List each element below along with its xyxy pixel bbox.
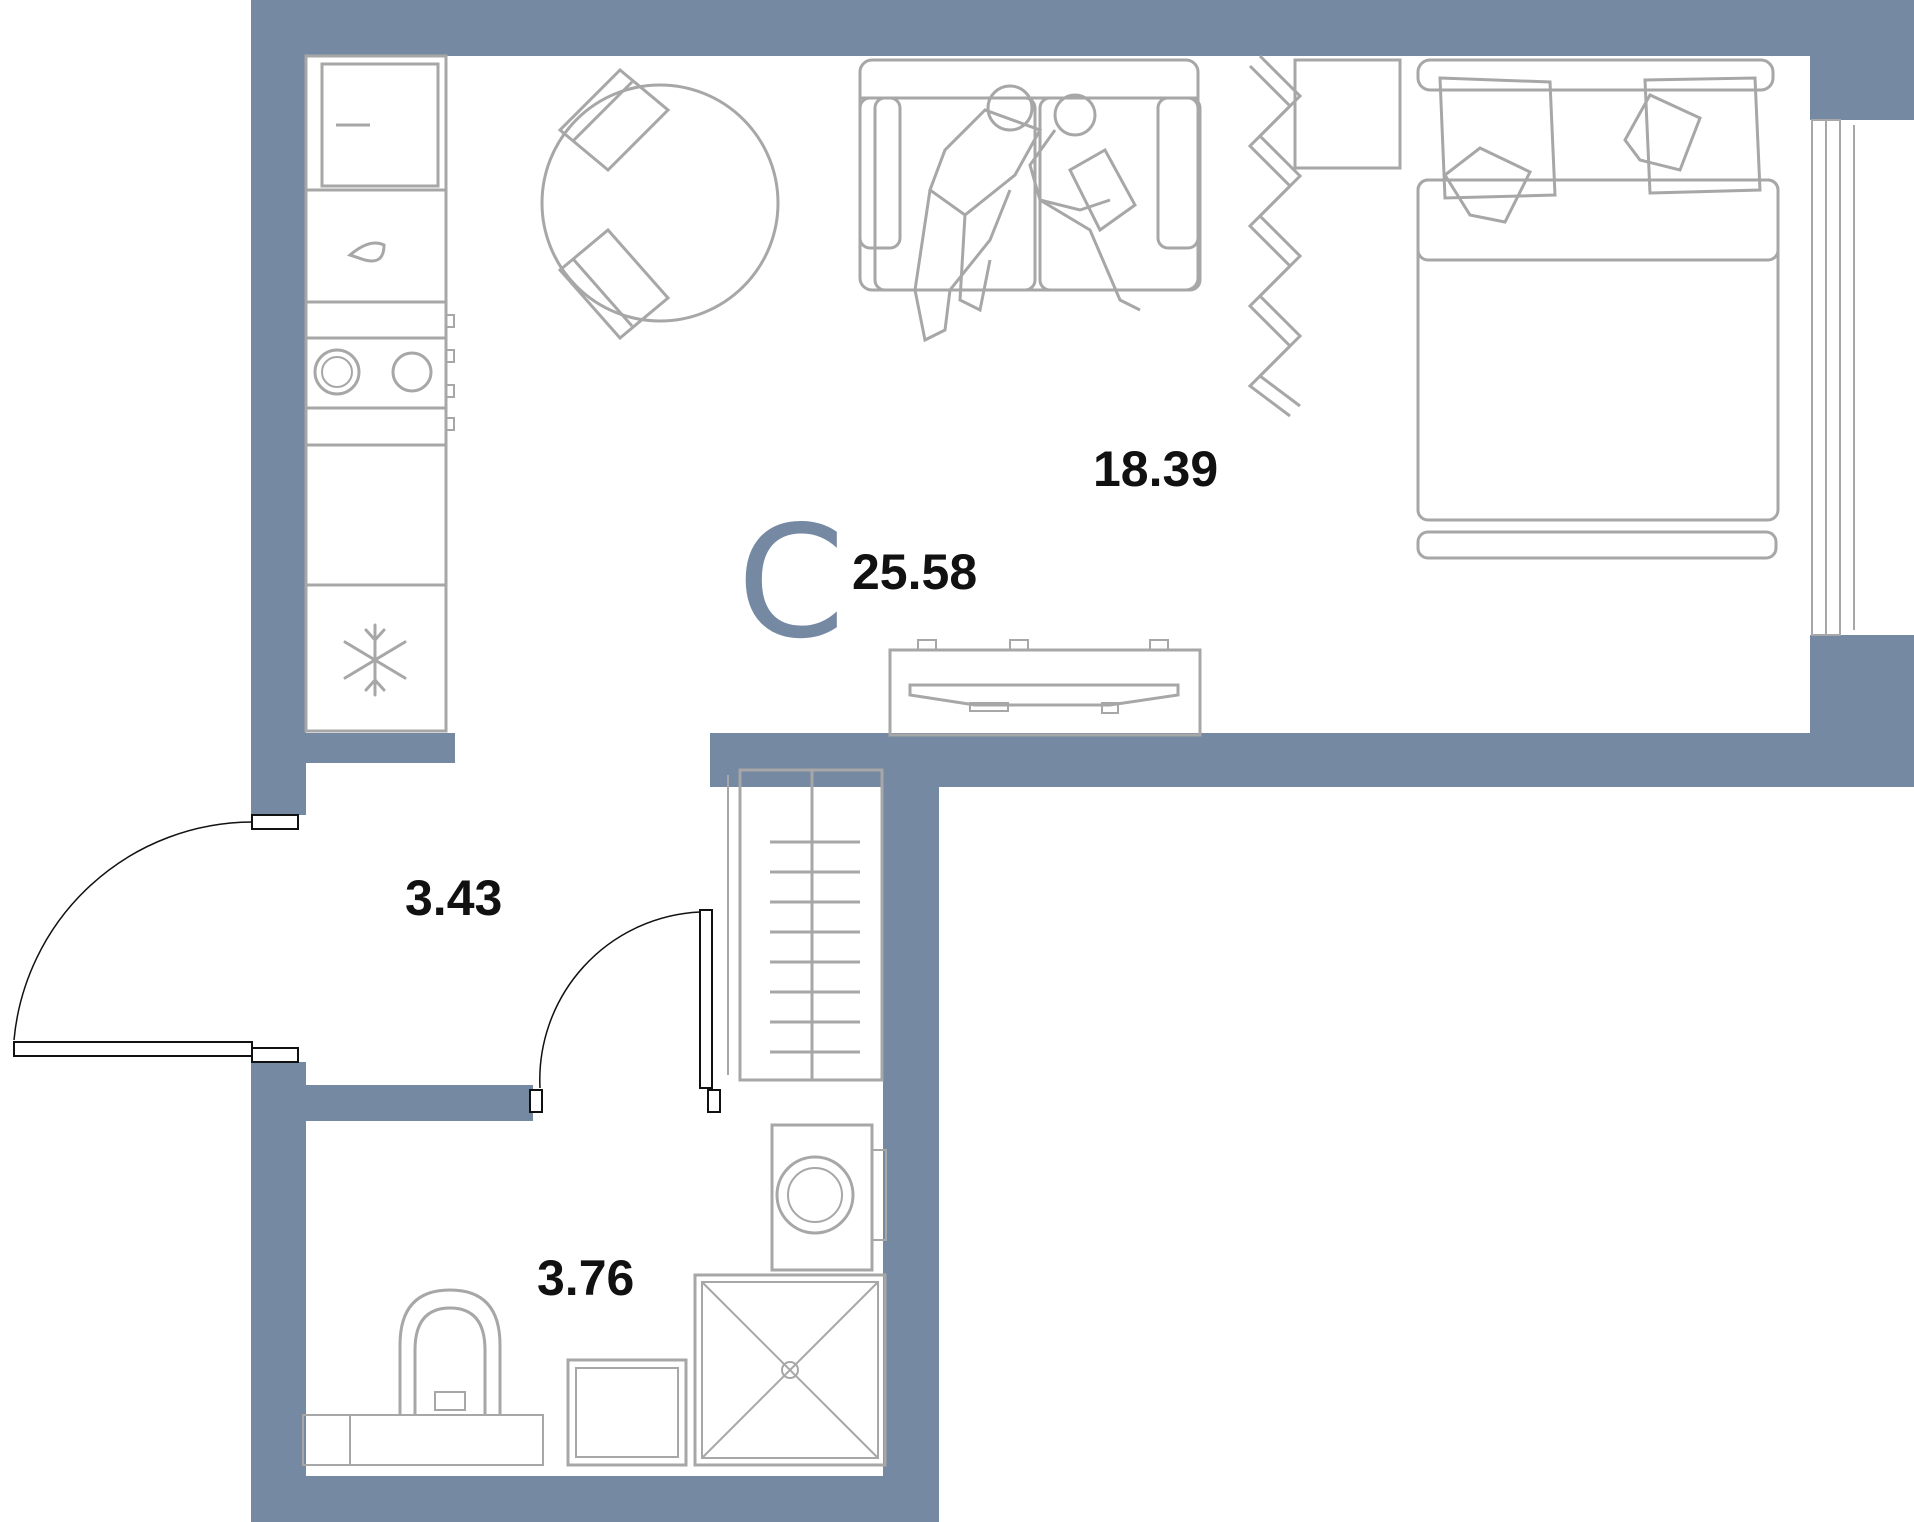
bathroom-door (529, 909, 721, 1113)
sink (346, 241, 386, 263)
wall-shaft-vertical (883, 733, 939, 1522)
apartment-type-letter: С (737, 492, 846, 673)
hallway-area-label: 3.43 (405, 870, 503, 926)
wall-kitchen-stub (251, 733, 455, 763)
dining-chair-top (557, 67, 671, 173)
bed (1416, 58, 1780, 560)
zigzag-partition (1247, 54, 1303, 418)
total-area-label: 25.58 (852, 544, 978, 600)
sofa (858, 58, 1202, 292)
wall-left-upper (251, 0, 306, 815)
toilet (302, 1288, 544, 1466)
wall-top (251, 0, 1914, 56)
shower (693, 1273, 887, 1467)
washing-machine (770, 1123, 887, 1272)
stove-hob (313, 314, 455, 431)
window (1811, 119, 1855, 636)
sink-cabinet (566, 1358, 688, 1467)
wall-bottom (251, 1476, 939, 1522)
bathroom-area-label: 3.76 (537, 1250, 635, 1306)
wardrobe (727, 768, 884, 1082)
tv-stand (888, 639, 1202, 737)
entry-door (13, 814, 299, 1063)
nightstand (1293, 58, 1402, 170)
wall-left-lower (251, 1062, 306, 1522)
dining-chair-bottom (557, 227, 671, 341)
kitchen-counter (304, 54, 448, 733)
wall-right-upper (1810, 0, 1914, 120)
snowflake-icon (343, 623, 407, 697)
walls (251, 0, 1914, 1522)
people-illustration (913, 84, 1141, 343)
dining-table (540, 83, 780, 323)
living-room-area-label: 18.39 (1093, 441, 1219, 497)
